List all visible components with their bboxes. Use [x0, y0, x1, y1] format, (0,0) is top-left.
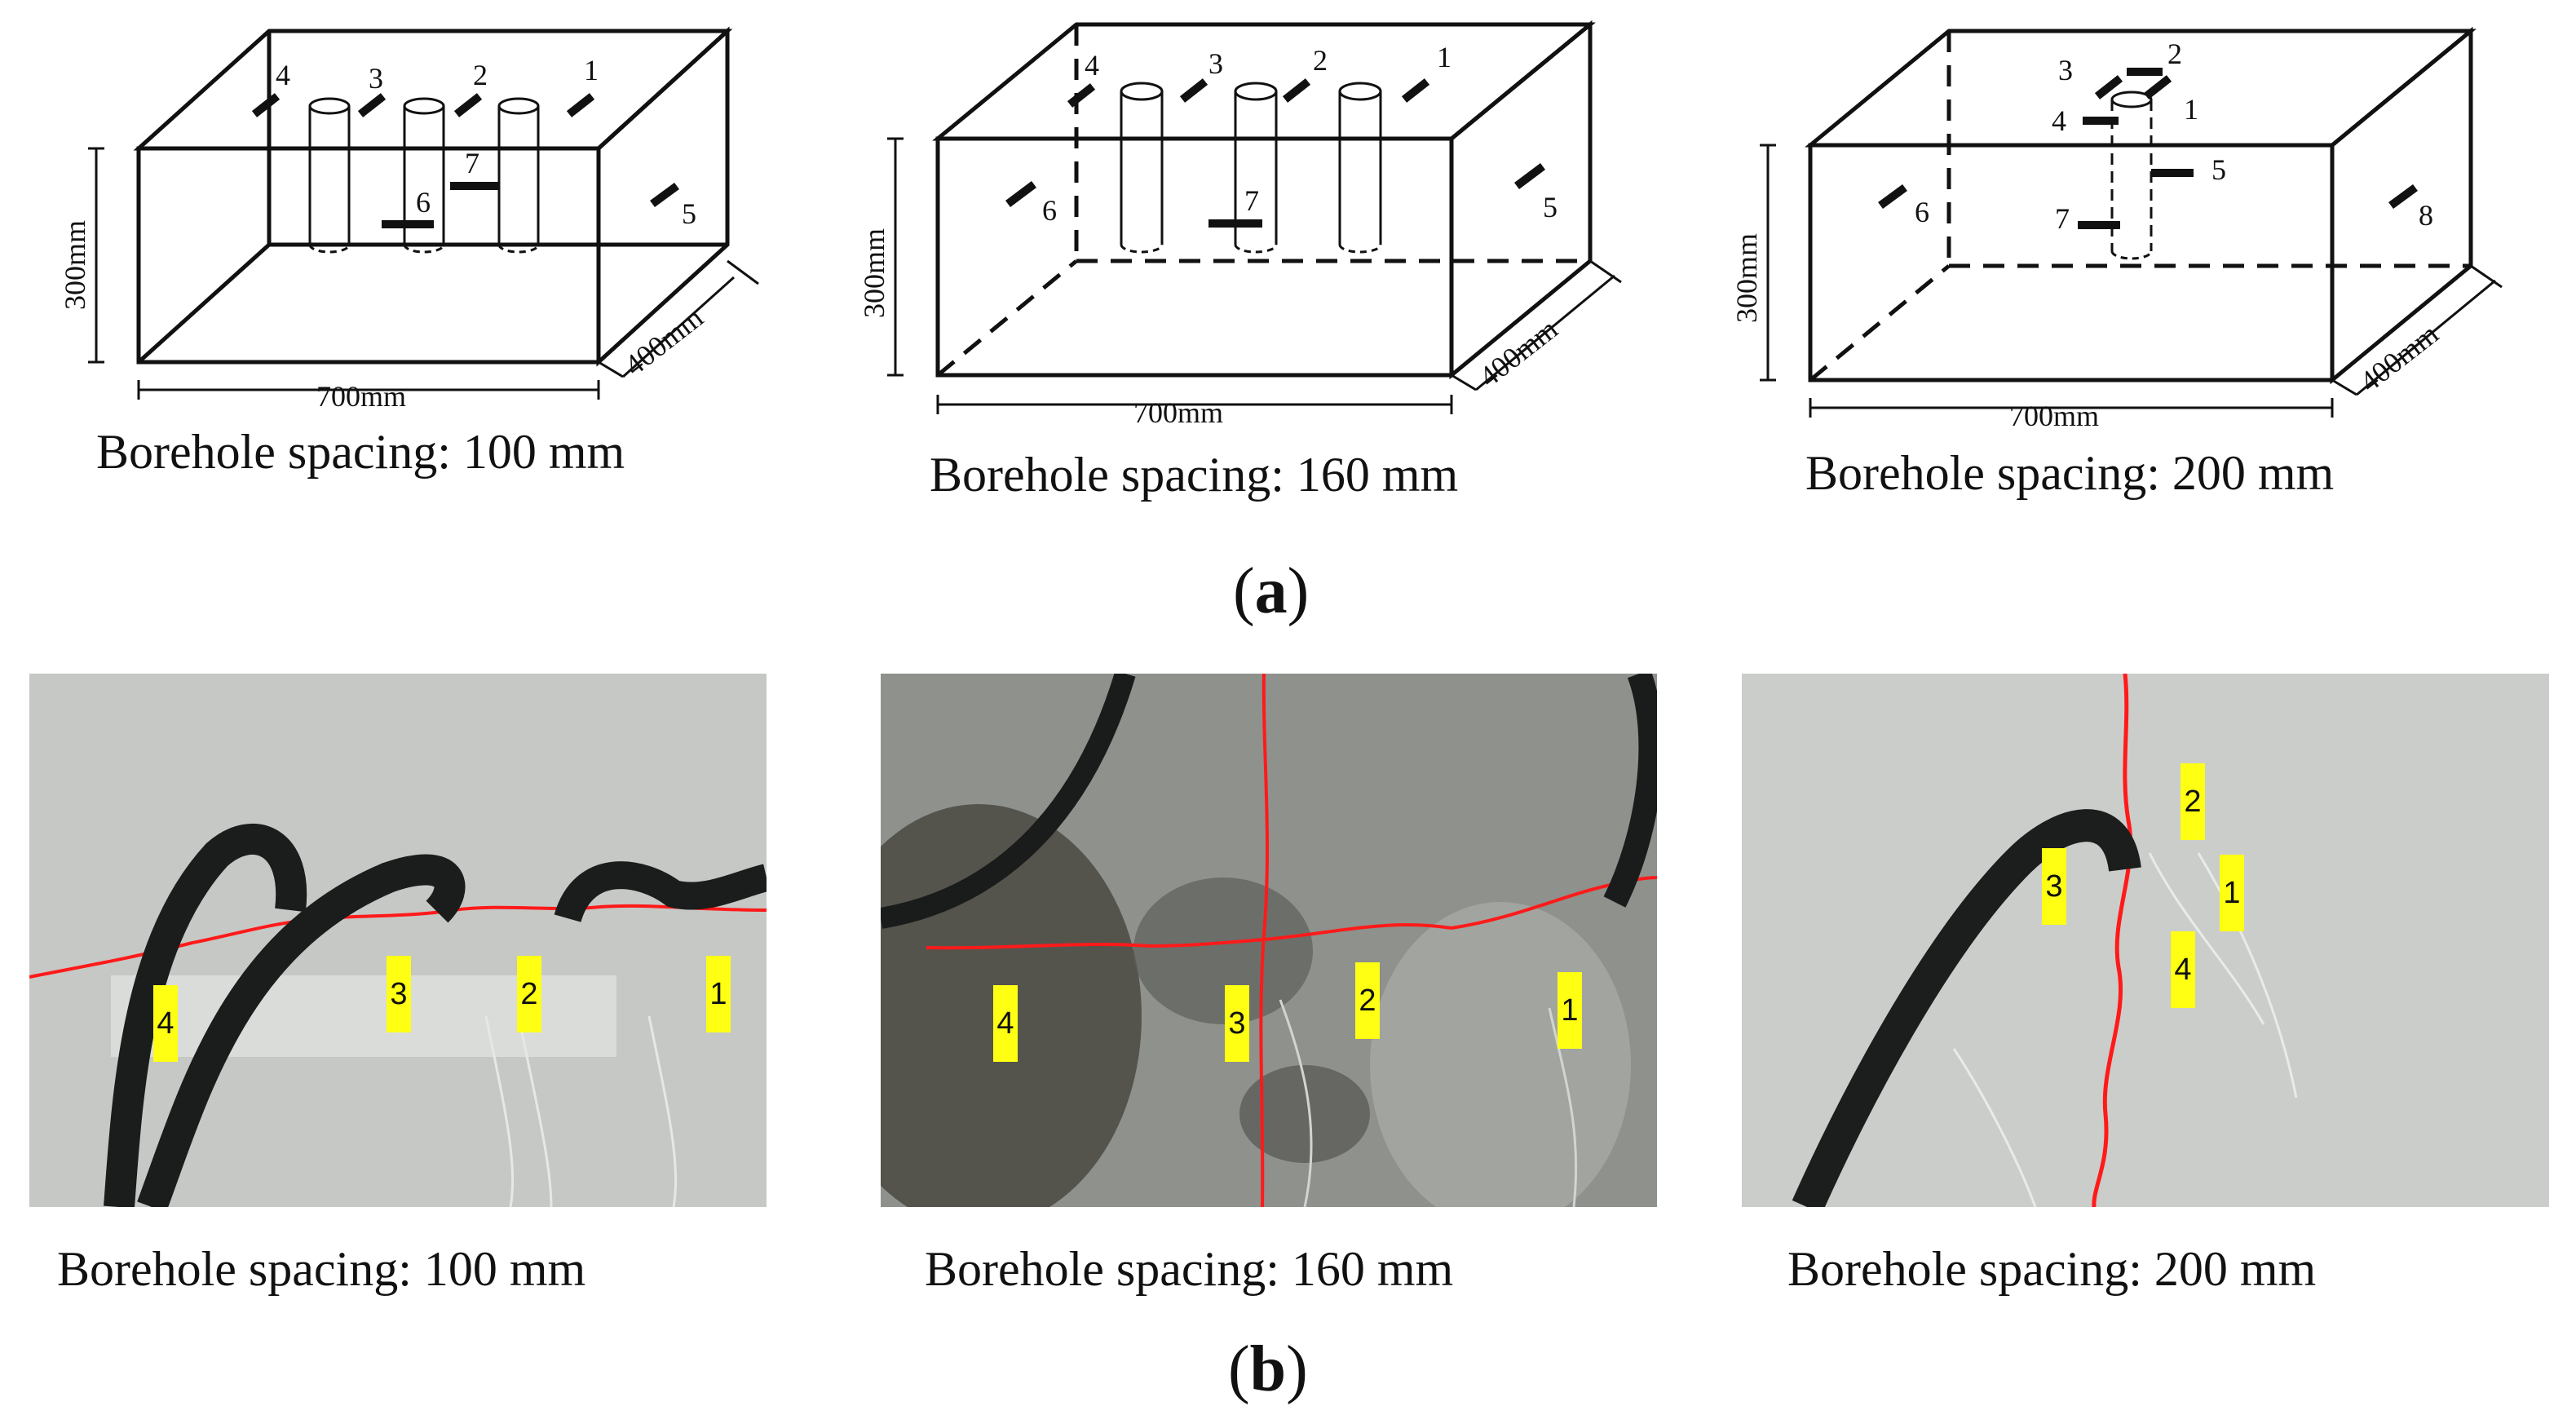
photo-100mm: 4 3 2 1	[29, 674, 767, 1207]
gauge-label: 4	[276, 59, 290, 91]
gauge-label: 5	[682, 197, 696, 230]
dimension-length: 700mm	[316, 380, 406, 413]
photo-caption-160mm: Borehole spacing: 160 mm	[925, 1242, 1454, 1296]
gauge-label: 3	[369, 62, 383, 95]
gauge-label: 7	[2055, 202, 2070, 235]
photo-160mm: 4 3 2 1	[881, 674, 1657, 1207]
dimension-height: 300mm	[1730, 233, 1763, 323]
schematic-diagrams: 4 3 2 1 5 6 7 300mm 700mm 400mm 4 3 2 1 …	[59, 20, 2503, 432]
sensor-tag: 3	[1225, 985, 1249, 1062]
gauge-label: 3	[1208, 47, 1223, 80]
diagram-160mm	[887, 20, 1622, 414]
gauge-label: 3	[2058, 54, 2073, 86]
sensor-tag: 3	[387, 956, 411, 1032]
gauge-label: 1	[1437, 41, 1451, 73]
figure-part-b-label: (b)	[1228, 1333, 1308, 1405]
dimension-length: 700mm	[1133, 396, 1223, 429]
diagram-caption-160mm: Borehole spacing: 160 mm	[930, 448, 1459, 502]
diagram-100mm	[88, 26, 759, 400]
gauge-label: 6	[1042, 194, 1057, 227]
dimension-depth: 400mm	[618, 301, 709, 382]
gauge-label: 6	[416, 186, 431, 219]
sensor-tag: 4	[153, 985, 178, 1062]
gauge-label: 6	[1915, 196, 1929, 228]
diagram-caption-100mm: Borehole spacing: 100 mm	[96, 425, 625, 479]
sensor-tag: 1	[2220, 855, 2244, 931]
gauge-label: 7	[1244, 184, 1259, 217]
gauge-label: 1	[584, 54, 599, 86]
gauge-label: 2	[2167, 38, 2182, 70]
gauge-label: 1	[2184, 93, 2198, 126]
dimension-depth: 400mm	[2353, 317, 2444, 398]
gauge-label: 4	[2052, 104, 2066, 137]
gauge-label: 7	[465, 147, 479, 179]
diagram-200mm	[1760, 26, 2503, 418]
sensor-tag: 4	[993, 985, 1018, 1062]
gauge-label: 2	[1313, 44, 1328, 77]
gauge-label: 4	[1085, 49, 1099, 82]
sensor-tag: 4	[2171, 931, 2195, 1008]
photo-caption-200mm: Borehole spacing: 200 mm	[1787, 1242, 2317, 1296]
sensor-tag: 2	[1355, 962, 1380, 1039]
sensor-tag: 2	[517, 956, 541, 1032]
sensor-tag: 2	[2181, 763, 2205, 840]
gauge-label: 8	[2419, 199, 2433, 232]
gauge-label: 2	[473, 59, 488, 91]
photo-caption-100mm: Borehole spacing: 100 mm	[57, 1242, 586, 1296]
sensor-tag: 1	[1558, 972, 1582, 1049]
gauge-label: 5	[1543, 191, 1558, 223]
dimension-height: 300mm	[858, 228, 890, 318]
photo-200mm: 3 2 1 4	[1742, 674, 2549, 1207]
gauge-label: 5	[2211, 153, 2226, 186]
diagram-caption-200mm: Borehole spacing: 200 mm	[1805, 446, 2335, 500]
figure-part-a-label: (a)	[1233, 555, 1310, 627]
dimension-length: 700mm	[2009, 400, 2099, 432]
sensor-tag: 3	[2042, 848, 2066, 925]
dimension-height: 300mm	[59, 220, 91, 310]
dimension-depth: 400mm	[1473, 312, 1563, 393]
sensor-tag: 1	[706, 956, 731, 1032]
